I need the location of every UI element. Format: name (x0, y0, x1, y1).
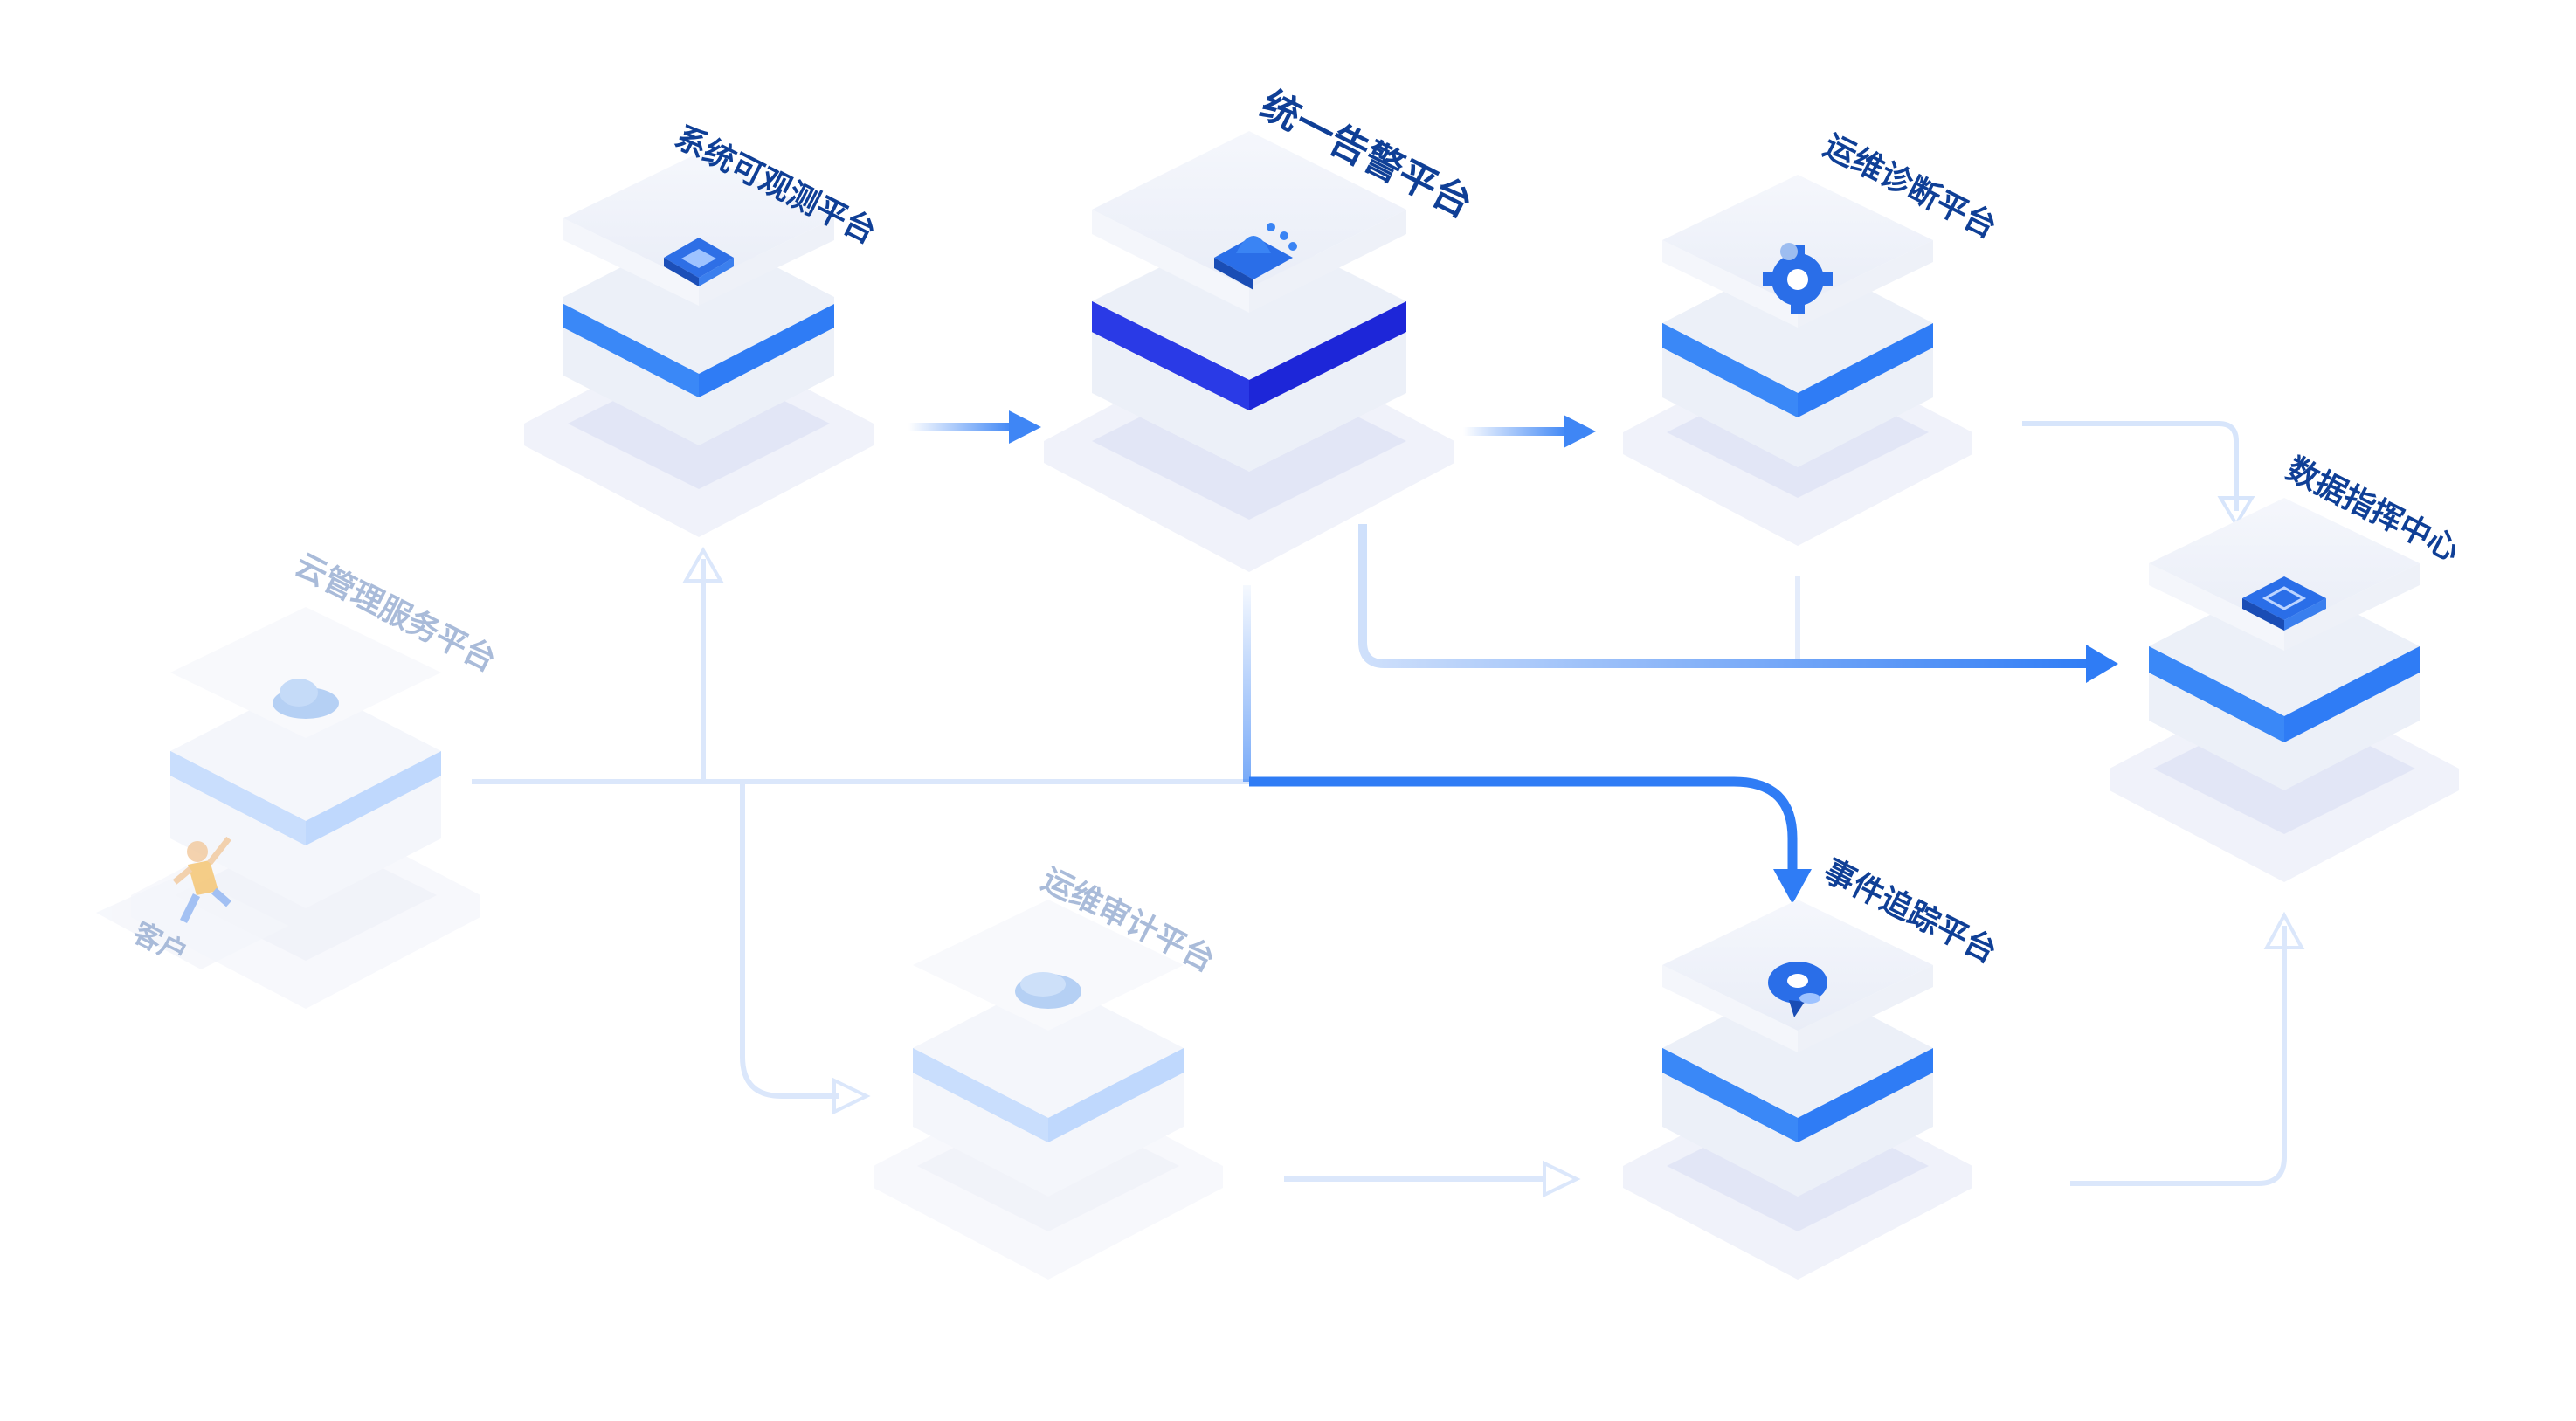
alarm-siren-icon (1214, 223, 1297, 290)
arrow-alert-to-command-center (1358, 524, 2096, 668)
node-diagnosis[interactable] (1623, 175, 1972, 546)
data-screen-icon (2242, 576, 2326, 631)
arrow-to-audit (740, 782, 839, 1099)
dashboard-icon (664, 238, 734, 286)
node-observability[interactable] (524, 153, 874, 537)
node-audit[interactable] (874, 900, 1223, 1280)
connectors (472, 410, 2305, 1198)
cloud-icon (273, 679, 339, 719)
node-event-tracking[interactable] (1623, 900, 1972, 1280)
arrow-alert-to-diagnosis (1463, 415, 1596, 448)
customer-figure (96, 836, 288, 969)
arrow-diagnosis-to-command-center (2022, 421, 2239, 511)
gear-icon (1763, 243, 1833, 314)
node-alert[interactable] (1044, 131, 1454, 572)
shield-icon (1015, 972, 1081, 1009)
person-figure-icon (172, 836, 231, 924)
arrow-alert-to-event-tracking (1249, 776, 1798, 878)
location-pin-icon (1768, 962, 1827, 1017)
node-command-center[interactable] (2110, 498, 2459, 882)
arrow-observability-to-alert (908, 410, 1041, 444)
arrow-event-tracking-to-command-center (2070, 926, 2287, 1186)
